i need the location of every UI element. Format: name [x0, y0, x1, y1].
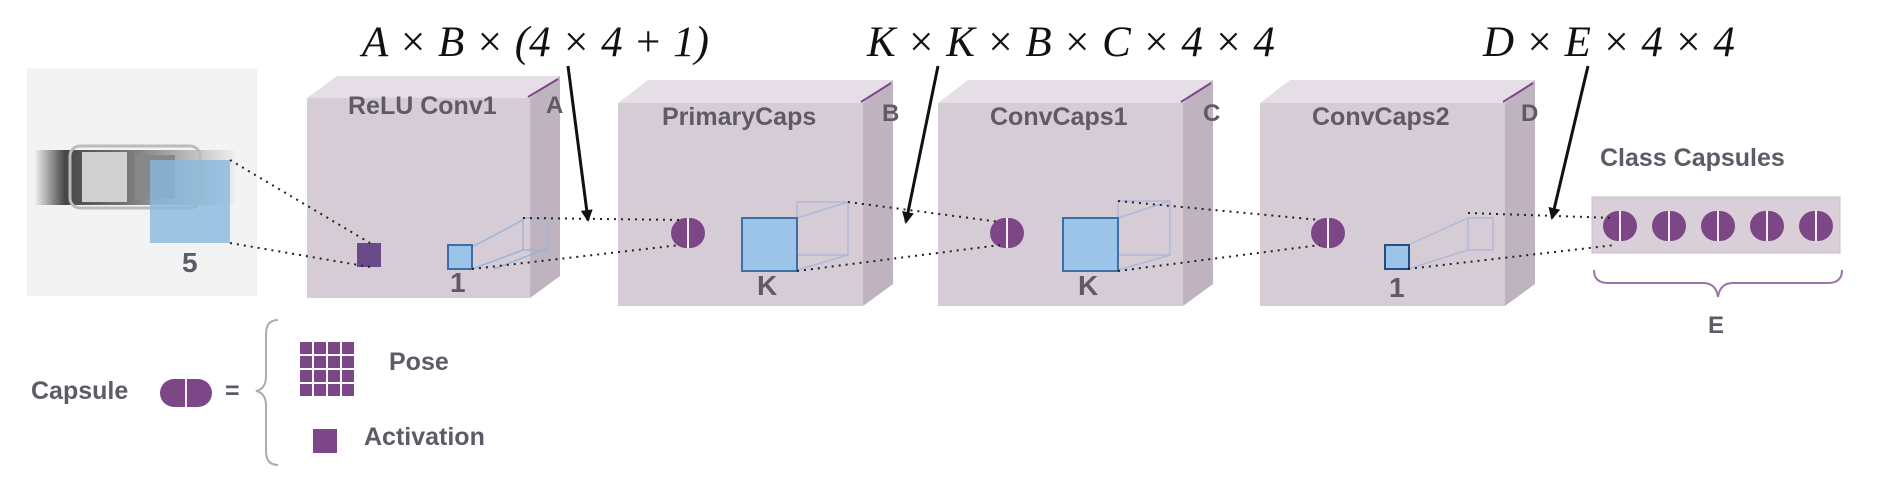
legend: Capsule = Pose Activation: [31, 319, 485, 466]
layer-name: PrimaryCaps: [662, 103, 816, 131]
class-capsules-brace: [1593, 269, 1843, 298]
legend-pose-label: Pose: [389, 348, 449, 376]
layer-block-relu-conv1: ReLU Conv1 A 1: [307, 76, 563, 298]
formula-arrow: [566, 65, 593, 222]
pose-cell: [328, 384, 340, 396]
class-capsules-dim: E: [1708, 312, 1724, 339]
pose-cell: [314, 342, 326, 354]
legend-capsule-label: Capsule: [31, 377, 128, 405]
kernel-box: [1384, 244, 1410, 270]
pose-cell: [328, 356, 340, 368]
layer-block-convcaps1: ConvCaps1 C K: [938, 80, 1220, 306]
pose-cell: [342, 384, 354, 396]
activation-icon: [313, 429, 337, 453]
capsule-icon: [1311, 218, 1345, 248]
connection-lines: [229, 159, 1616, 272]
kernel-box: [1062, 217, 1119, 272]
formula-convcaps-to-class: D × E × 4 × 4: [1482, 19, 1735, 66]
kernel-frustum: [1407, 217, 1494, 270]
pose-cell: [342, 342, 354, 354]
pose-cell: [342, 356, 354, 368]
pose-cell: [314, 370, 326, 382]
layer-name: ConvCaps2: [1312, 103, 1450, 131]
input-image: 5: [27, 68, 257, 296]
formula-arrow: [902, 65, 940, 224]
pose-cell: [300, 356, 312, 368]
pose-cell: [300, 342, 312, 354]
layer-name: ConvCaps1: [990, 103, 1128, 131]
capsule-icon: [990, 218, 1024, 248]
formula-primary-to-convcaps: K × K × B × C × 4 × 4: [866, 19, 1275, 66]
input-receptive-field: [150, 160, 230, 243]
formula-annotations: A × B × (4 × 4 + 1) K × K × B × C × 4 × …: [359, 19, 1735, 224]
formula-relu-to-primary: A × B × (4 × 4 + 1): [359, 19, 709, 66]
class-capsule: [1603, 211, 1637, 241]
class-capsule: [1652, 211, 1686, 241]
legend-activation-label: Activation: [364, 423, 485, 451]
layer-dim: D: [1521, 100, 1538, 127]
pose-matrix-icon: [300, 342, 354, 396]
kernel-label: K: [1078, 270, 1098, 301]
layer-block-primarycaps: PrimaryCaps B K: [618, 80, 899, 306]
layer-dim: A: [546, 92, 563, 119]
kernel-label: 1: [1389, 272, 1405, 303]
pose-cell: [328, 370, 340, 382]
kernel-box: [447, 244, 473, 270]
kernel-frustum: [471, 217, 549, 270]
class-capsules-title: Class Capsules: [1600, 144, 1785, 172]
layer-dim: B: [882, 100, 899, 127]
class-capsule: [1799, 211, 1833, 241]
formula-arrow: [1548, 65, 1590, 220]
pose-cell: [314, 384, 326, 396]
activation-square: [357, 243, 381, 267]
layer-name: ReLU Conv1: [348, 92, 497, 120]
kernel-label: K: [757, 270, 777, 301]
layer-block-convcaps2: ConvCaps2 D 1: [1260, 80, 1538, 306]
class-capsule-list: [1603, 211, 1833, 241]
capsule-icon: [160, 379, 212, 407]
kernel-label: 1: [450, 267, 466, 298]
class-capsule: [1701, 211, 1735, 241]
class-capsules: Class Capsules E: [1591, 144, 1843, 339]
input-kernel-label: 5: [182, 247, 198, 278]
legend-equals: =: [225, 377, 240, 405]
pose-cell: [342, 370, 354, 382]
pose-cell: [314, 356, 326, 368]
pose-cell: [300, 370, 312, 382]
class-capsule: [1750, 211, 1784, 241]
capsule-icon: [671, 218, 705, 248]
pose-cell: [300, 384, 312, 396]
legend-brace: [255, 319, 279, 466]
pose-cell: [328, 342, 340, 354]
kernel-box: [741, 217, 798, 272]
layer-dim: C: [1203, 100, 1220, 127]
